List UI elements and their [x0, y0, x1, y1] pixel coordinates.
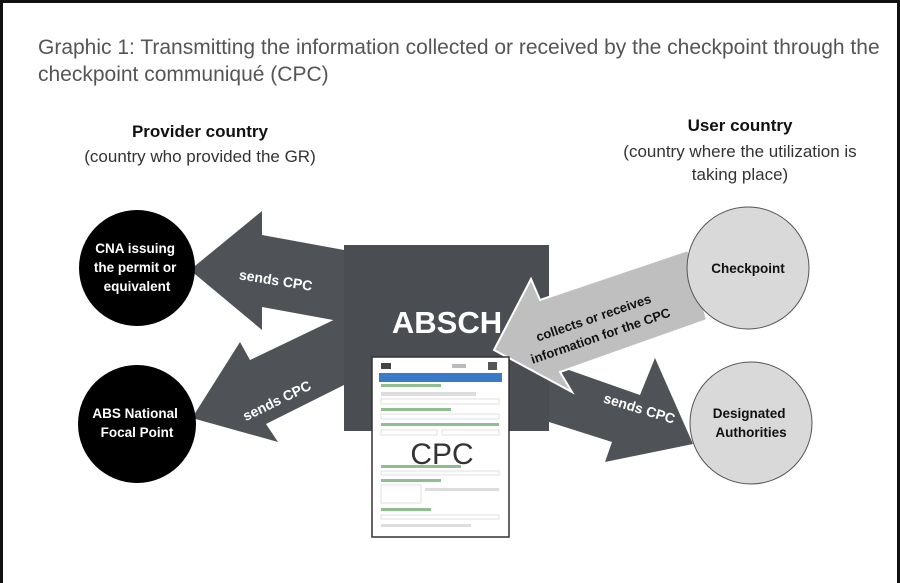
provider-country-heading: Provider country — [131, 122, 269, 141]
node-cna-line2: the permit or — [94, 260, 177, 275]
node-designated-line1: Designated — [713, 406, 786, 421]
arrow-sends-cpc-bottom — [192, 315, 344, 442]
document-thumbnail-icon — [371, 356, 510, 538]
user-country-subheading-line2: taking place) — [691, 165, 789, 184]
node-abs-nfp-line1: ABS National — [92, 406, 178, 421]
node-designated-line2: Authorities — [715, 425, 786, 440]
figure-title: Graphic 1: Transmitting the information … — [38, 36, 880, 86]
svg-text:ABS National Focal Point: ABS National Focal Point — [92, 406, 181, 440]
provider-country-subheading: (country who provided the GR) — [84, 147, 316, 166]
node-checkpoint-line1: Checkpoint — [711, 261, 785, 276]
node-cna-issuing-permit — [79, 210, 195, 326]
node-designated-authorities — [689, 361, 813, 485]
absch-label: ABSCH — [392, 305, 502, 340]
user-country-heading: User country — [687, 116, 793, 135]
user-country-subheading-line1: (country where the utilization is — [623, 142, 857, 161]
cpc-document-label: CPC — [410, 438, 473, 471]
node-cna-line1: CNA issuing — [95, 241, 175, 256]
svg-text:Checkpoint: Checkpoint — [711, 261, 785, 276]
svg-text:Designated Authorities: Designated Authorities — [713, 406, 790, 440]
arrow-sends-cpc-right — [549, 358, 693, 462]
node-cna-line3: equivalent — [104, 279, 171, 294]
arrow-sends-cpc-top — [190, 211, 344, 330]
svg-text:CNA issuing the permit or: CNA issuing the permit or equivalent — [94, 241, 180, 294]
node-checkpoint — [686, 206, 810, 330]
node-abs-national-focal-point — [78, 365, 196, 483]
node-abs-nfp-line2: Focal Point — [101, 425, 174, 440]
